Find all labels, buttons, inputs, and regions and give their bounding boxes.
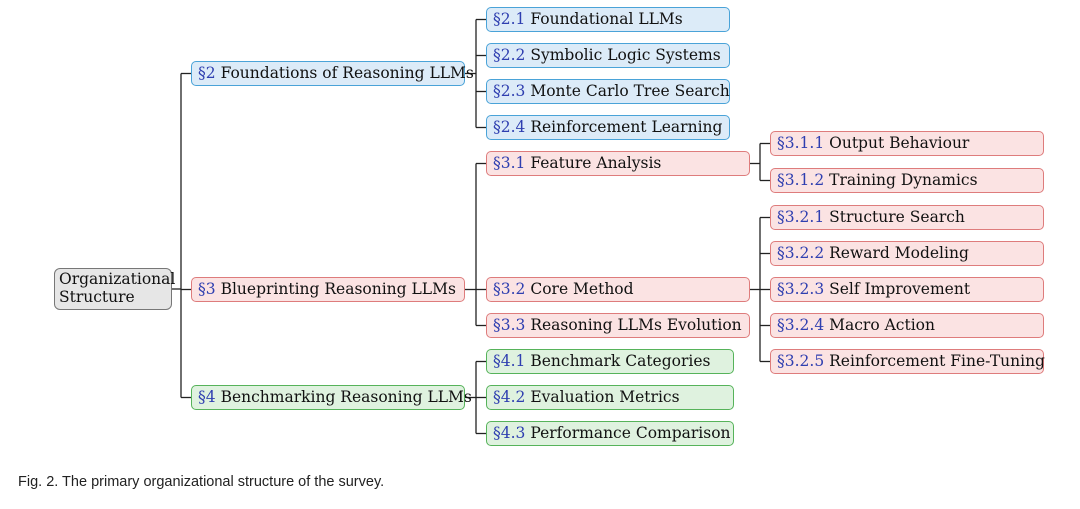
section-number: §3.2 xyxy=(493,280,526,298)
section-number: §3.2.1 xyxy=(777,208,825,226)
figure-caption: Fig. 2. The primary organizational struc… xyxy=(18,474,385,490)
node-section-3-3: §3.3 Reasoning LLMs Evolution xyxy=(486,313,750,338)
section-title: Symbolic Logic Systems xyxy=(530,46,721,64)
section-title: Core Method xyxy=(530,280,634,298)
node-section-4: §4 Benchmarking Reasoning LLMs xyxy=(191,385,472,410)
section-number: §3.2.3 xyxy=(777,280,825,298)
node-section-3-1: §3.1 Feature Analysis xyxy=(486,151,750,176)
section-title: Self Improvement xyxy=(829,280,971,298)
section-title: Reinforcement Fine-Tuning xyxy=(829,352,1045,370)
section-title: Reward Modeling xyxy=(829,244,969,262)
section-title: Structure Search xyxy=(829,208,965,226)
section-number: §3.2.4 xyxy=(777,316,825,334)
section-number: §3.1.1 xyxy=(777,134,825,152)
section-title: Reasoning LLMs Evolution xyxy=(530,316,742,334)
node-section-3-2-4: §3.2.4 Macro Action xyxy=(770,313,1044,338)
section-number: §4.1 xyxy=(493,352,526,370)
node-section-3-1-1: §3.1.1 Output Behaviour xyxy=(770,131,1044,156)
section-title: Performance Comparison xyxy=(530,424,731,442)
node-section-3-2: §3.2 Core Method xyxy=(486,277,750,302)
node-section-2-4: §2.4 Reinforcement Learning xyxy=(486,115,730,140)
node-section-3: §3 Blueprinting Reasoning LLMs xyxy=(191,277,465,302)
section-title: Evaluation Metrics xyxy=(530,388,680,406)
root-label-line-1: Organizational xyxy=(59,270,176,288)
node-section-4-3: §4.3 Performance Comparison xyxy=(486,421,734,446)
section-number: §2.3 xyxy=(493,82,526,100)
node-organizational-structure: Organizational Structure xyxy=(54,268,176,310)
section-number: §2.1 xyxy=(493,10,526,28)
section-title: Training Dynamics xyxy=(829,171,978,189)
section-number: §3.3 xyxy=(493,316,526,334)
section-number: §4 xyxy=(198,388,216,406)
node-section-2-3: §2.3 Monte Carlo Tree Search xyxy=(486,79,730,104)
section-number: §3.2.5 xyxy=(777,352,825,370)
node-section-4-2: §4.2 Evaluation Metrics xyxy=(486,385,734,410)
section-title: Benchmarking Reasoning LLMs xyxy=(220,388,472,406)
section-title: Feature Analysis xyxy=(530,154,662,172)
section-number: §3.1 xyxy=(493,154,526,172)
node-section-3-2-3: §3.2.3 Self Improvement xyxy=(770,277,1044,302)
section-number: §3.2.2 xyxy=(777,244,825,262)
section-number: §3 xyxy=(198,280,216,298)
node-section-4-1: §4.1 Benchmark Categories xyxy=(486,349,734,374)
section-title: Reinforcement Learning xyxy=(530,118,723,136)
node-section-3-1-2: §3.1.2 Training Dynamics xyxy=(770,168,1044,193)
section-number: §2.2 xyxy=(493,46,526,64)
node-section-2: §2 Foundations of Reasoning LLMs xyxy=(191,61,474,86)
node-section-2-1: §2.1 Foundational LLMs xyxy=(486,7,730,32)
section-title: Output Behaviour xyxy=(829,134,970,152)
section-title: Monte Carlo Tree Search xyxy=(530,82,730,100)
node-section-3-2-2: §3.2.2 Reward Modeling xyxy=(770,241,1044,266)
section-number: §2 xyxy=(198,64,216,82)
section-number: §4.2 xyxy=(493,388,526,406)
section-title: Foundational LLMs xyxy=(530,10,683,28)
node-section-2-2: §2.2 Symbolic Logic Systems xyxy=(486,43,730,68)
root-label-line-2: Structure xyxy=(59,288,135,306)
section-title: Macro Action xyxy=(829,316,935,334)
section-title: Benchmark Categories xyxy=(530,352,711,370)
node-section-3-2-5: §3.2.5 Reinforcement Fine-Tuning xyxy=(770,349,1045,374)
section-number: §3.1.2 xyxy=(777,171,825,189)
section-title: Foundations of Reasoning LLMs xyxy=(220,64,474,82)
section-title: Blueprinting Reasoning LLMs xyxy=(220,280,456,298)
section-number: §2.4 xyxy=(493,118,526,136)
section-number: §4.3 xyxy=(493,424,526,442)
node-section-3-2-1: §3.2.1 Structure Search xyxy=(770,205,1044,230)
